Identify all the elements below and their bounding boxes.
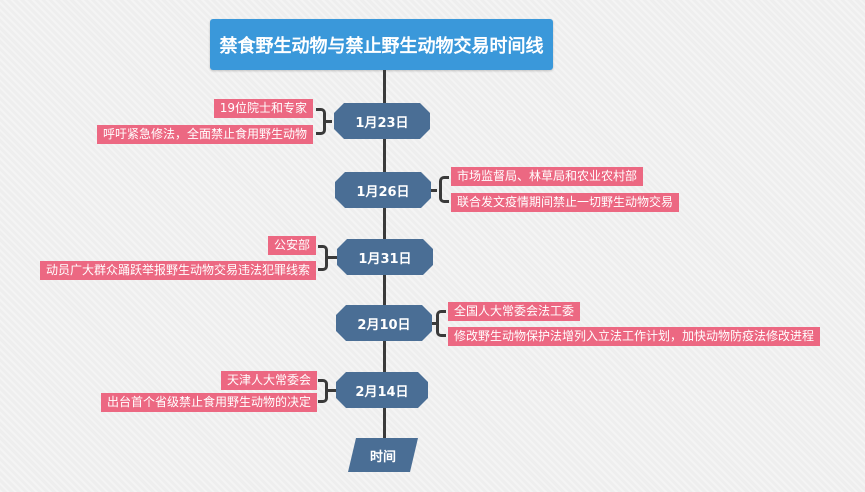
event-what: 呼吁紧急修法，全面禁止食用野生动物 <box>96 125 313 144</box>
bracket-connector <box>318 245 328 271</box>
date-node-0214: 2月14日 <box>336 372 428 408</box>
event-who: 全国人大常委会法工委 <box>448 302 581 321</box>
event-what: 修改野生动物保护法增列入立法工作计划，加快动物防疫法修改进程 <box>448 327 821 346</box>
connector <box>328 389 337 392</box>
date-node-0131: 1月31日 <box>337 239 433 275</box>
timeline-title: 禁食野生动物与禁止野生动物交易时间线 <box>210 19 553 70</box>
date-node-0126: 1月26日 <box>335 172 431 208</box>
event-what: 动员广大群众踊跃举报野生动物交易违法犯罪线索 <box>39 261 316 280</box>
connector <box>431 189 437 192</box>
event-who: 公安部 <box>267 236 316 255</box>
timeline-end-label: 时间 <box>348 438 418 472</box>
connector <box>432 322 436 325</box>
bracket-connector <box>318 379 328 403</box>
bracket-connector <box>436 310 446 337</box>
event-what: 联合发文疫情期间禁止一切野生动物交易 <box>451 193 680 212</box>
event-what: 出台首个省级禁止食用野生动物的决定 <box>100 393 317 412</box>
connector <box>328 256 337 259</box>
date-node-0210: 2月10日 <box>336 305 432 341</box>
bracket-connector <box>439 176 449 203</box>
event-who: 19位院士和专家 <box>213 99 313 118</box>
event-who: 市场监督局、林草局和农业农村部 <box>451 167 644 186</box>
bracket-connector <box>316 108 326 135</box>
date-node-0123: 1月23日 <box>334 103 430 139</box>
connector <box>326 120 332 123</box>
event-who: 天津人大常委会 <box>220 371 317 390</box>
